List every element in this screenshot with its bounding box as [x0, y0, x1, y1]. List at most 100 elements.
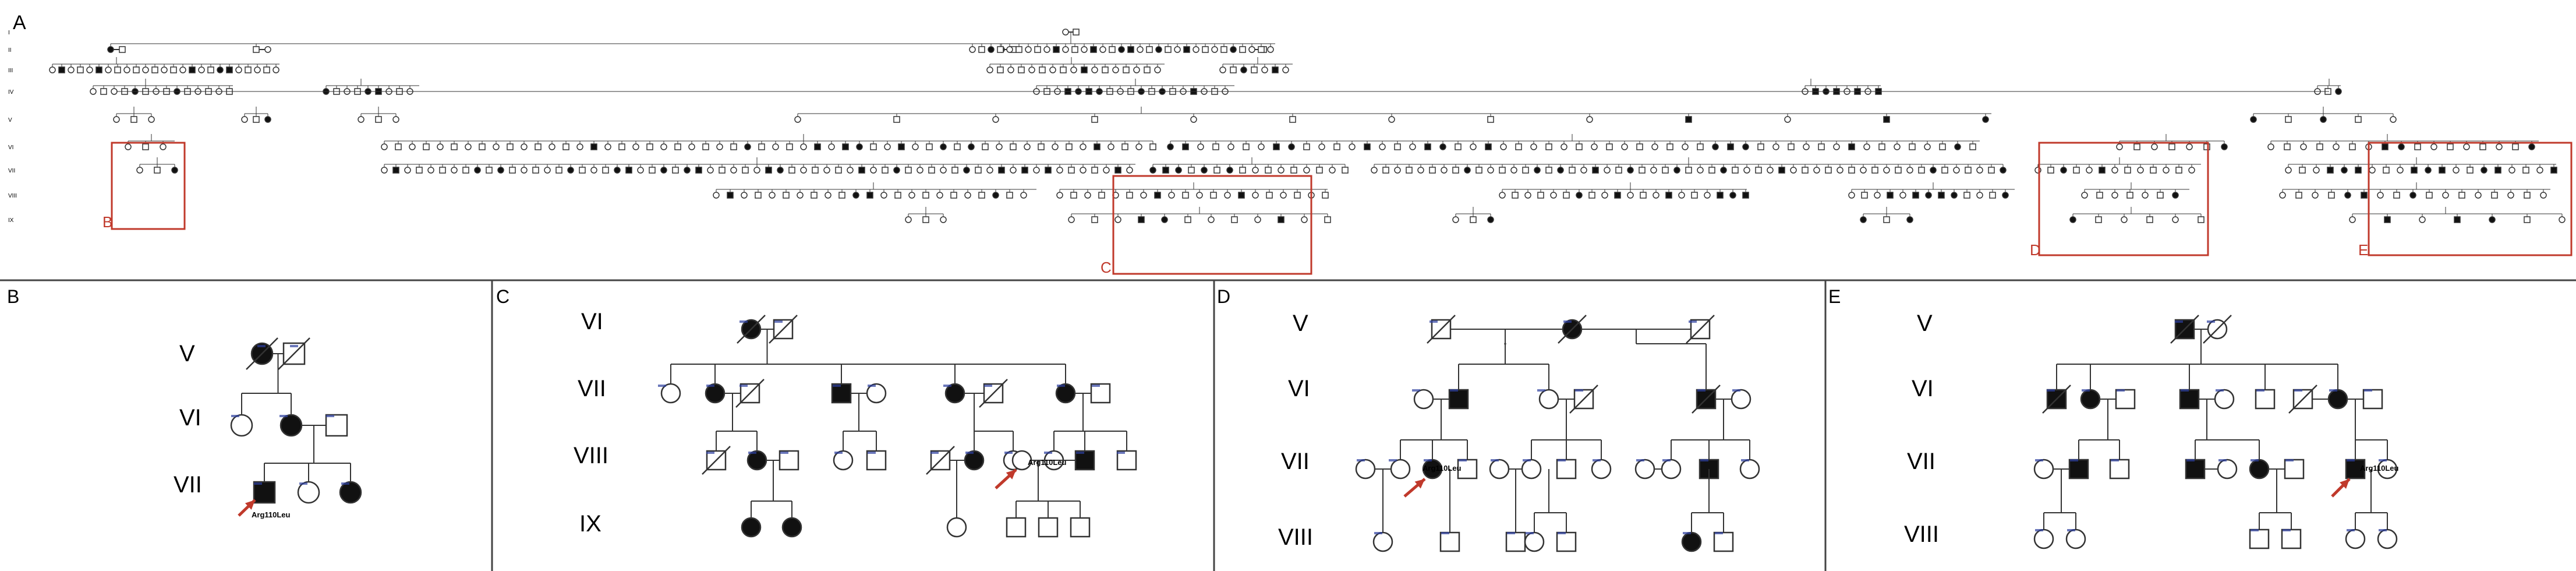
unaffected-male-symbol [1556, 531, 1577, 552]
unaffected-male-symbol [1090, 383, 1111, 404]
unaffected-male-symbol [462, 167, 469, 174]
unaffected-male-symbol [1883, 216, 1890, 223]
unaffected-male-symbol [1487, 116, 1494, 123]
unaffected-female-symbol [241, 116, 248, 123]
unaffected-female-symbol [604, 143, 611, 150]
unaffected-male-symbol [1230, 66, 1237, 73]
unaffected-female-symbol [2559, 216, 2566, 223]
unaffected-male-symbol [1289, 116, 1296, 123]
affected-female-symbol [1576, 192, 1583, 199]
unaffected-female-symbol [1080, 167, 1087, 174]
unaffected-female-symbol [1682, 143, 1689, 150]
unaffected-female-symbol [741, 192, 748, 199]
unaffected-female-symbol [1883, 167, 1890, 174]
individual-id-mark [2379, 459, 2387, 461]
affected-female-symbol [2335, 88, 2342, 95]
deceased-slash [278, 337, 310, 370]
unaffected-male-symbol [1146, 46, 1153, 53]
unaffected-female-symbol [2081, 192, 2088, 199]
unaffected-female-symbol [179, 66, 186, 73]
unaffected-female-symbol [297, 481, 320, 504]
unaffected-female-symbol [2349, 216, 2356, 223]
unaffected-female-symbol [1394, 167, 1401, 174]
unaffected-female-symbol [996, 143, 1003, 150]
unaffected-female-symbol [1056, 167, 1063, 174]
unaffected-female-symbol [1976, 167, 1983, 174]
unaffected-male-symbol [2157, 192, 2164, 199]
individual-id-mark [706, 385, 714, 387]
unaffected-female-symbol [381, 167, 388, 174]
unaffected-male-symbol [325, 414, 348, 437]
highlight-label-c: C [1101, 259, 1112, 276]
generation-label-d-viii: VIII [1278, 524, 1313, 550]
individual-id-mark [2251, 459, 2259, 461]
unaffected-male-symbol [535, 143, 542, 150]
unaffected-male-symbol [1070, 517, 1091, 538]
affected-female-symbol [2069, 216, 2076, 223]
unaffected-male-symbol [119, 46, 126, 53]
affected-female-symbol [1175, 167, 1182, 174]
unaffected-female-symbol [1390, 459, 1411, 480]
affected-female-symbol [1230, 46, 1237, 53]
unaffected-male-symbol [755, 192, 762, 199]
unaffected-male-symbol [1909, 143, 1916, 150]
unaffected-male-symbol [507, 143, 514, 150]
unaffected-male-symbol [1969, 143, 1976, 150]
individual-id-mark [658, 385, 666, 387]
affected-female-symbol [2080, 389, 2101, 410]
unaffected-male-symbol [926, 143, 933, 150]
unaffected-male-symbol [882, 167, 889, 174]
unaffected-female-symbol [404, 167, 411, 174]
unaffected-female-symbol [1070, 66, 1077, 73]
unaffected-male-symbol [2047, 167, 2054, 174]
unaffected-male-symbol [1457, 459, 1478, 480]
unaffected-male-symbol [928, 167, 935, 174]
overview-generation-label: IV [8, 89, 14, 96]
unaffected-male-symbol [1121, 143, 1128, 150]
affected-female-symbol [660, 167, 667, 174]
unaffected-male-symbol [1316, 167, 1323, 174]
unaffected-female-symbol [549, 143, 555, 150]
affected-male-symbol [765, 167, 772, 174]
unaffected-male-symbol [2249, 528, 2270, 549]
individual-id-mark [1507, 532, 1515, 534]
unaffected-female-symbol [632, 143, 639, 150]
affected-female-symbol [1951, 192, 1958, 199]
unaffected-female-symbol [905, 216, 912, 223]
unaffected-male-symbol [1039, 66, 1046, 73]
unaffected-male-symbol [170, 66, 177, 73]
deceased-slash [979, 379, 1008, 408]
individual-id-mark [1715, 532, 1723, 534]
affected-male-symbol [2361, 192, 2368, 199]
affected-male-symbol [842, 143, 849, 150]
individual-id-mark [774, 320, 783, 323]
unaffected-female-symbol [2214, 389, 2235, 410]
affected-female-symbol [852, 192, 859, 199]
unaffected-female-symbol [769, 192, 776, 199]
generation-label-b-vi: VI [179, 405, 201, 431]
unaffected-female-symbol [1784, 116, 1791, 123]
individual-id-mark [2070, 459, 2078, 461]
unaffected-female-symbol [1661, 459, 1682, 480]
pedigree-e [2033, 315, 2398, 549]
affected-female-symbol [1673, 167, 1680, 174]
unaffected-female-symbol [392, 116, 399, 123]
affected-male-symbol [1183, 46, 1190, 53]
individual-id-mark [2216, 389, 2224, 392]
generation-label-d-vi: VI [1288, 376, 1310, 401]
unaffected-male-symbol [423, 143, 430, 150]
affected-male-symbol [1074, 450, 1095, 471]
unaffected-female-symbol [1133, 66, 1140, 73]
unaffected-female-symbol [1006, 46, 1013, 53]
affected-female-symbol [264, 116, 271, 123]
unaffected-male-symbol [1499, 167, 1506, 174]
unaffected-female-symbol [2065, 528, 2086, 549]
unaffected-male-symbol [1732, 167, 1739, 174]
unaffected-male-symbol [1212, 143, 1219, 150]
unaffected-male-symbol [207, 66, 214, 73]
affected-female-symbol [1906, 216, 1913, 223]
unaffected-male-symbol [1322, 192, 1329, 199]
unaffected-male-symbol [922, 216, 929, 223]
unaffected-male-symbol [77, 66, 84, 73]
unaffected-male-symbol [2124, 167, 2131, 174]
